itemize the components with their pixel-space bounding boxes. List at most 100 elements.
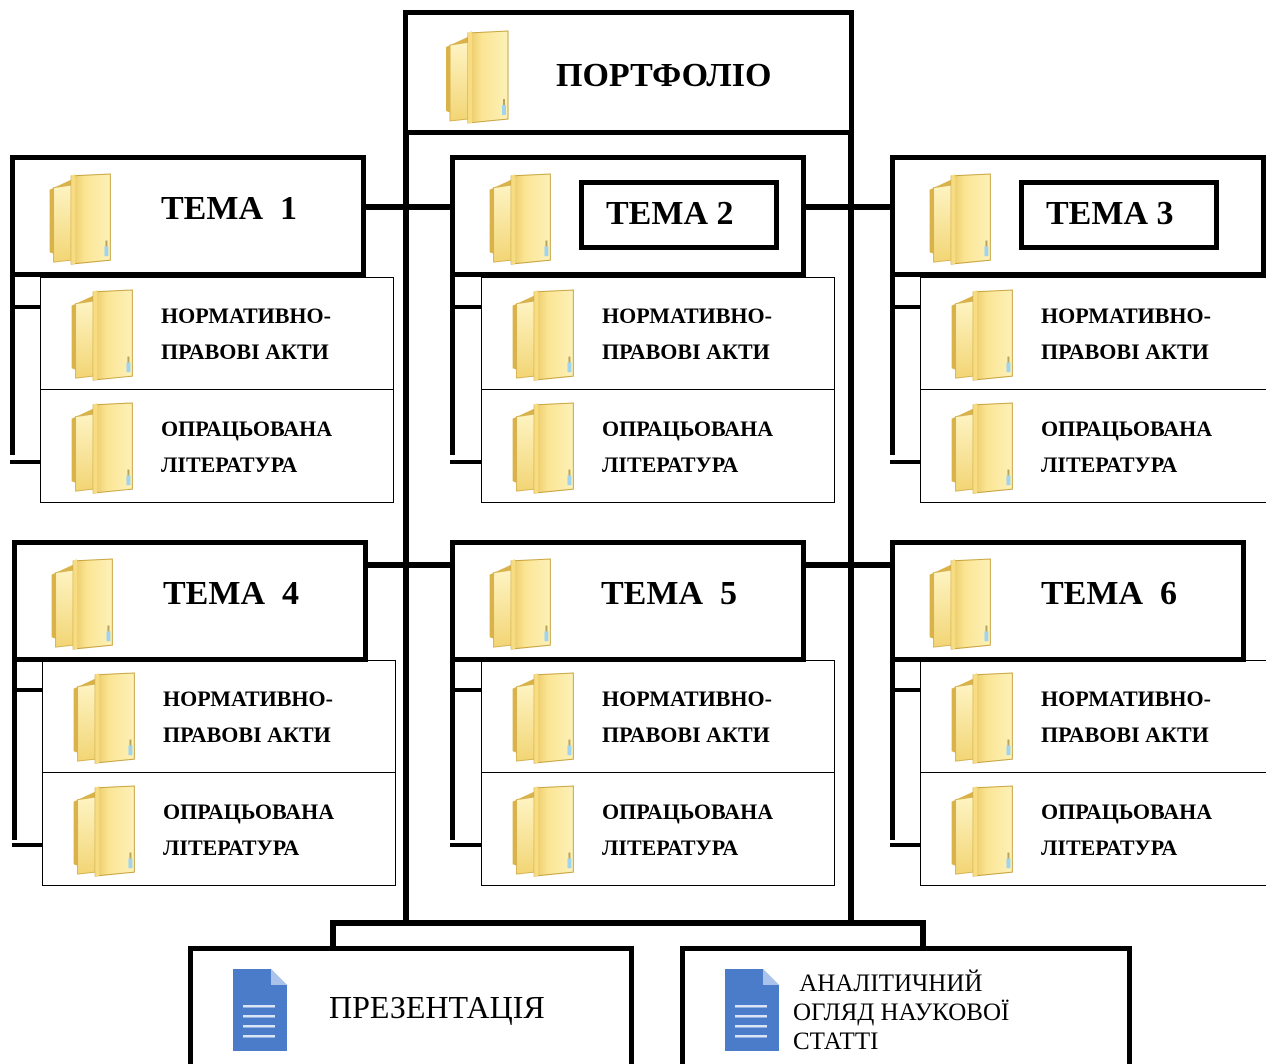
folder-icon — [485, 557, 555, 651]
subfolder-label-line: ОПРАЦЬОВАНА — [602, 799, 774, 824]
topic-bracket-tick — [890, 305, 922, 309]
topic-header[interactable]: ТЕМА 4 — [12, 540, 368, 662]
portfolio-title: ПОРТФОЛІО — [556, 57, 772, 94]
topic-bracket — [450, 265, 455, 455]
topic-bracket — [12, 650, 17, 840]
portfolio-root[interactable]: ПОРТФОЛІО — [403, 10, 854, 135]
topic-header[interactable]: ТЕМА 1 — [10, 155, 366, 277]
topic-header[interactable]: ТЕМА 2 — [450, 155, 806, 277]
subfolder-literature[interactable]: ОПРАЦЬОВАНА ЛІТЕРАТУРА — [921, 774, 1266, 886]
topic-header[interactable]: ТЕМА 5 — [450, 540, 806, 662]
folder-icon — [47, 557, 117, 651]
subfolder-list: НОРМАТИВНО-ПРАВОВІ АКТИ ОПРАЦЬОВАНА ЛІТЕРА… — [920, 660, 1266, 886]
topic-bracket-tick — [450, 305, 483, 309]
topic-bracket-tick — [890, 688, 922, 692]
row1-connector-right — [802, 204, 897, 210]
subfolder-label-line: ЛІТЕРАТУРА — [1041, 452, 1178, 477]
topic-title: ТЕМА 1 — [161, 190, 297, 227]
folder-icon — [925, 557, 995, 651]
folder-icon — [485, 172, 555, 266]
folder-icon — [442, 29, 512, 125]
subfolder-label-line: ЛІТЕРАТУРА — [602, 452, 739, 477]
folder-icon — [67, 401, 137, 495]
subfolder-label-line: НОРМАТИВНО- — [1041, 686, 1211, 711]
topic-title: ТЕМА 2 — [606, 195, 734, 232]
folder-icon — [947, 671, 1017, 765]
folder-icon — [508, 288, 578, 382]
topic-bracket — [890, 650, 895, 840]
row1-connector-left — [362, 204, 457, 210]
subfolder-label: НОРМАТИВНО- ПРАВОВІ АКТИ — [163, 681, 333, 753]
folder-icon — [947, 288, 1017, 382]
subfolder-label-line: НОРМАТИВНО- — [163, 686, 333, 711]
document-label-line: АНАЛІТИЧНИЙ — [793, 970, 983, 997]
subfolder-label-line: ПРАВОВІ АКТИ — [602, 339, 770, 364]
subfolder-legal-acts[interactable]: НОРМАТИВНО-ПРАВОВІ АКТИ — [41, 278, 393, 390]
topic-bracket — [890, 265, 895, 455]
subfolder-legal-acts[interactable]: НОРМАТИВНО-ПРАВОВІ АКТИ — [921, 278, 1266, 390]
subfolder-legal-acts[interactable]: НОРМАТИВНО- ПРАВОВІ АКТИ — [482, 661, 834, 773]
subfolder-label-line: НОРМАТИВНО- — [602, 303, 772, 328]
subfolder-label-line: ПРАВОВІ АКТИ — [602, 722, 770, 747]
trunk-right — [848, 10, 854, 925]
topic-bracket-tick — [890, 460, 922, 464]
subfolder-label-line: ОПРАЦЬОВАНА — [161, 416, 333, 441]
document-label: АНАЛІТИЧНИЙ ОГЛЯД НАУКОВОЇ СТАТТІ — [793, 969, 1009, 1056]
subfolder-literature[interactable]: ОПРАЦЬОВАНА ЛІТЕРАТУРА — [41, 391, 393, 503]
row2-connector-left — [362, 562, 457, 568]
topic-bracket-tick — [890, 843, 922, 847]
subfolder-label-line: ОПРАЦЬОВАНА — [602, 416, 774, 441]
topic-header[interactable]: ТЕМА 3 — [890, 155, 1266, 277]
row2-connector-right — [802, 562, 897, 568]
folder-icon — [508, 671, 578, 765]
folder-icon — [925, 172, 995, 266]
folder-icon — [67, 288, 137, 382]
subfolder-label-line: ЛІТЕРАТУРА — [163, 835, 300, 860]
document-article-review[interactable]: АНАЛІТИЧНИЙ ОГЛЯД НАУКОВОЇ СТАТТІ — [680, 946, 1132, 1064]
subfolder-label: ОПРАЦЬОВАНА ЛІТЕРАТУРА — [602, 411, 773, 483]
document-icon — [721, 965, 781, 1055]
topic-bracket-tick — [450, 460, 483, 464]
subfolder-list: НОРМАТИВНО-ПРАВОВІ АКТИ ОПРАЦЬОВАНА ЛІТЕРА… — [40, 277, 394, 503]
folder-icon — [947, 401, 1017, 495]
subfolder-label-line: ОПРАЦЬОВАНА — [1041, 799, 1213, 824]
subfolder-list: НОРМАТИВНО- ПРАВОВІ АКТИ ОПРАЦЬОВАНА ЛІТЕРА… — [42, 660, 396, 886]
topic-bracket-tick — [10, 305, 42, 309]
topic-title: ТЕМА 5 — [601, 575, 737, 612]
subfolder-literature[interactable]: ОПРАЦЬОВАНА ЛІТЕРАТУРА — [482, 391, 834, 503]
subfolder-legal-acts[interactable]: НОРМАТИВНО-ПРАВОВІ АКТИ — [921, 661, 1266, 773]
document-presentation[interactable]: ПРЕЗЕНТАЦІЯ — [188, 946, 634, 1064]
bottom-drop-right — [920, 920, 926, 948]
topic-bracket — [450, 650, 455, 840]
subfolder-label: ОПРАЦЬОВАНА ЛІТЕРАТУРА — [161, 411, 332, 483]
subfolder-legal-acts[interactable]: НОРМАТИВНО- ПРАВОВІ АКТИ — [482, 278, 834, 390]
folder-icon — [508, 784, 578, 878]
topic-title: ТЕМА 6 — [1041, 575, 1177, 612]
document-icon — [229, 965, 289, 1055]
folder-icon — [69, 671, 139, 765]
subfolder-label-line: НОРМАТИВНО- — [602, 686, 772, 711]
subfolder-label: НОРМАТИВНО- ПРАВОВІ АКТИ — [602, 681, 772, 753]
topic-title: ТЕМА 4 — [163, 575, 299, 612]
subfolder-legal-acts[interactable]: НОРМАТИВНО- ПРАВОВІ АКТИ — [43, 661, 395, 773]
subfolder-label: НОРМАТИВНО-ПРАВОВІ АКТИ — [1041, 681, 1211, 753]
subfolder-label: НОРМАТИВНО-ПРАВОВІ АКТИ — [1041, 298, 1211, 370]
topic-title-frame: ТЕМА 3 — [1019, 180, 1219, 250]
subfolder-literature[interactable]: ОПРАЦЬОВАНА ЛІТЕРАТУРА — [43, 774, 395, 886]
topic-title: ТЕМА 3 — [1046, 195, 1174, 232]
folder-icon — [947, 784, 1017, 878]
subfolder-label-line: ЛІТЕРАТУРА — [161, 452, 298, 477]
subfolder-list: НОРМАТИВНО- ПРАВОВІ АКТИ ОПРАЦЬОВАНА ЛІТЕРА… — [481, 277, 835, 503]
subfolder-label-line: ПРАВОВІ АКТИ — [163, 722, 331, 747]
subfolder-label-line: ЛІТЕРАТУРА — [1041, 835, 1178, 860]
topic-bracket-tick — [12, 843, 44, 847]
subfolder-label-line: ОПРАЦЬОВАНА — [163, 799, 335, 824]
subfolder-label: НОРМАТИВНО-ПРАВОВІ АКТИ — [161, 298, 331, 370]
folder-icon — [508, 401, 578, 495]
topic-header[interactable]: ТЕМА 6 — [890, 540, 1246, 662]
topic-title-frame: ТЕМА 2 — [579, 180, 779, 250]
